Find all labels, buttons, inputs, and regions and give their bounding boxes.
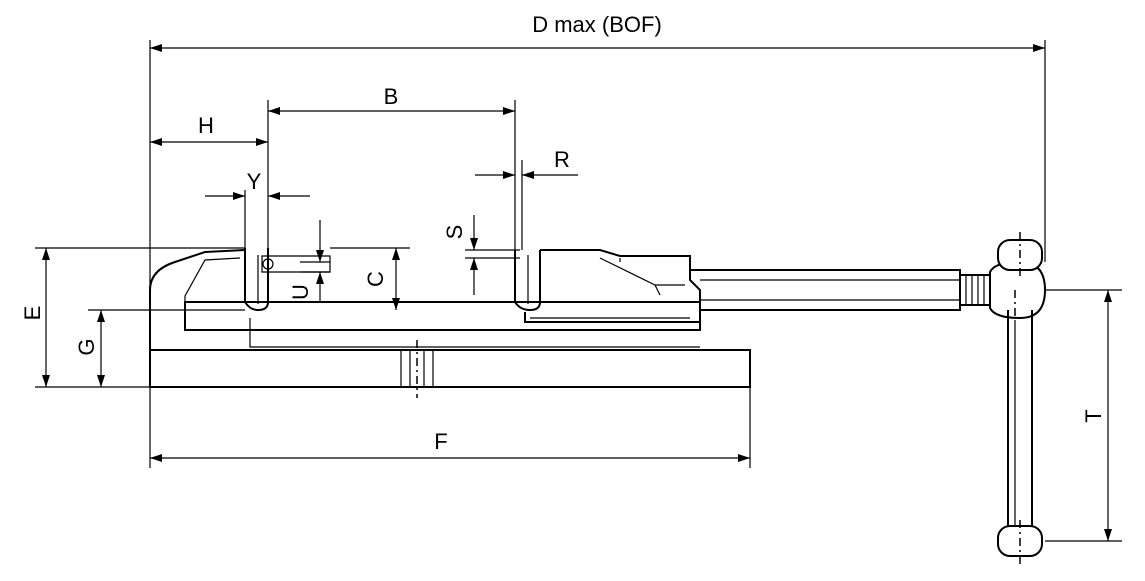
label-d-max: D max (BOF) xyxy=(532,12,662,37)
vise-body xyxy=(149,232,1047,565)
label-t: T xyxy=(1081,409,1106,422)
label-g: G xyxy=(74,338,99,355)
label-u: U xyxy=(288,284,313,300)
dimension-lines xyxy=(35,40,1122,542)
label-h: H xyxy=(198,113,214,138)
dimension-labels: D max (BOF) B H R Y S U C E G F T xyxy=(20,12,1106,454)
label-r: R xyxy=(554,147,570,172)
label-b: B xyxy=(384,84,399,109)
label-c: C xyxy=(363,271,388,287)
label-f: F xyxy=(434,429,447,454)
label-y: Y xyxy=(247,169,262,194)
label-e: E xyxy=(20,306,45,321)
label-s: S xyxy=(442,225,467,240)
